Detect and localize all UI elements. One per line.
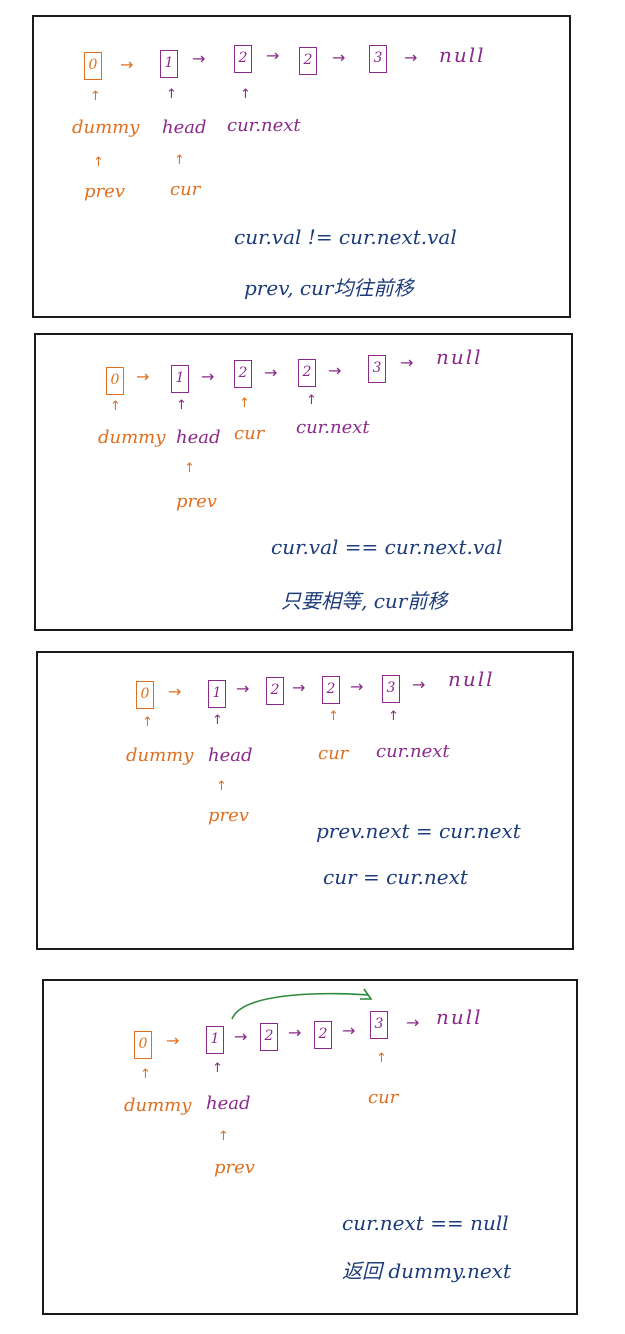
panel-step-4: 0 → 1 → 2 → 2 → 3 → null ↑ ↑ ↑ dummy hea… (42, 979, 578, 1315)
pointer-arrow-icon: ↑ (176, 398, 187, 413)
panel-step-2: 0 → 1 → 2 → 2 → 3 → null ↑ ↑ ↑ ↑ dummy h… (34, 333, 573, 631)
arrow-icon: → (136, 367, 150, 386)
pointer-arrow-icon: ↑ (212, 713, 223, 728)
pointer-arrow-icon: ↑ (110, 399, 121, 414)
list-node: 2 (260, 1023, 278, 1051)
arrow-icon: → (266, 46, 280, 65)
pointer-arrow-icon: ↑ (239, 396, 250, 411)
jump-edge (231, 988, 373, 1020)
label-prev: prev (84, 181, 125, 202)
label-cur: cur (368, 1087, 399, 1108)
label-dummy: dummy (98, 427, 166, 448)
list-node: 1 (208, 680, 226, 708)
label-cur-next: cur.next (227, 115, 301, 136)
dummy-node: 0 (136, 681, 154, 709)
label-cur: cur (234, 423, 265, 444)
arrow-icon: → (168, 682, 182, 701)
pointer-arrow-icon: ↑ (184, 461, 195, 476)
label-cur-next: cur.next (296, 417, 370, 438)
list-node: 3 (369, 45, 387, 73)
label-prev: prev (208, 805, 249, 826)
note-condition: cur.val == cur.next.val (271, 535, 503, 559)
arrow-icon: → (236, 679, 250, 698)
label-prev: prev (214, 1157, 255, 1178)
pointer-arrow-icon: ↑ (328, 709, 339, 724)
note-assign-cur: cur = cur.next (323, 865, 468, 889)
label-head: head (162, 117, 207, 138)
pointer-arrow-icon: ↑ (142, 715, 153, 730)
note-condition: cur.val != cur.next.val (234, 225, 457, 249)
null-terminator: null (436, 1005, 483, 1029)
note-return: 返回 dummy.next (342, 1259, 512, 1283)
note-action: 只要相等, cur前移 (281, 589, 448, 613)
null-terminator: null (439, 43, 486, 67)
arrow-icon: → (264, 363, 278, 382)
arrow-icon: → (288, 1023, 302, 1042)
dummy-node: 0 (84, 52, 102, 80)
dummy-node: 0 (134, 1031, 152, 1059)
label-head: head (206, 1093, 251, 1114)
list-node: 2 (266, 677, 284, 705)
null-terminator: null (436, 345, 483, 369)
label-head: head (176, 427, 221, 448)
panel-step-3: 0 → 1 → 2 → 2 → 3 → null ↑ ↑ ↑ ↑ dummy h… (36, 651, 574, 950)
list-node: 2 (298, 359, 316, 387)
arrow-icon: → (350, 677, 364, 696)
pointer-arrow-icon: ↑ (218, 1129, 229, 1144)
arrow-icon: → (201, 367, 215, 386)
list-node: 2 (314, 1021, 332, 1049)
note-assign-next: prev.next = cur.next (316, 819, 521, 843)
pointer-arrow-icon: ↑ (93, 155, 104, 170)
arrow-icon: → (332, 48, 346, 67)
pointer-arrow-icon: ↑ (90, 89, 101, 104)
note-action: prev, cur均往前移 (244, 276, 414, 300)
dummy-node: 0 (106, 367, 124, 395)
label-cur-next: cur.next (376, 741, 450, 762)
label-prev: prev (176, 491, 217, 512)
arrow-icon: → (400, 353, 414, 372)
pointer-arrow-icon: ↑ (212, 1061, 223, 1076)
label-head: head (208, 745, 253, 766)
pointer-arrow-icon: ↑ (376, 1051, 387, 1066)
label-dummy: dummy (126, 745, 194, 766)
pointer-arrow-icon: ↑ (306, 393, 317, 408)
arrow-icon: → (342, 1021, 356, 1040)
label-dummy: dummy (72, 117, 140, 138)
arrow-icon: → (192, 49, 206, 68)
pointer-arrow-icon: ↑ (174, 153, 185, 168)
arrow-icon: → (406, 1013, 420, 1032)
pointer-arrow-icon: ↑ (216, 779, 227, 794)
list-node: 3 (368, 355, 386, 383)
list-node: 2 (299, 47, 317, 75)
list-node: 2 (234, 360, 252, 388)
pointer-arrow-icon: ↑ (166, 87, 177, 102)
arrow-icon: → (166, 1031, 180, 1050)
panel-step-1: 0 → 1 → 2 → 2 → 3 → null ↑ ↑ ↑ dummy hea… (32, 15, 571, 318)
label-cur: cur (170, 179, 201, 200)
list-node: 1 (206, 1026, 224, 1054)
list-node: 2 (322, 676, 340, 704)
arrow-icon: → (120, 55, 134, 74)
note-condition: cur.next == null (342, 1211, 509, 1235)
label-dummy: dummy (124, 1095, 192, 1116)
list-node: 2 (234, 45, 252, 73)
arrow-icon: → (328, 361, 342, 380)
label-cur: cur (318, 743, 349, 764)
arrow-icon: → (412, 675, 426, 694)
null-terminator: null (448, 667, 495, 691)
pointer-arrow-icon: ↑ (240, 87, 251, 102)
list-node: 1 (160, 50, 178, 78)
arrow-icon: → (292, 678, 306, 697)
pointer-arrow-icon: ↑ (388, 709, 399, 724)
list-node: 3 (382, 675, 400, 703)
list-node: 3 (370, 1011, 388, 1039)
arrow-icon: → (234, 1027, 248, 1046)
list-node: 1 (171, 365, 189, 393)
pointer-arrow-icon: ↑ (140, 1067, 151, 1082)
arrow-icon: → (404, 48, 418, 67)
